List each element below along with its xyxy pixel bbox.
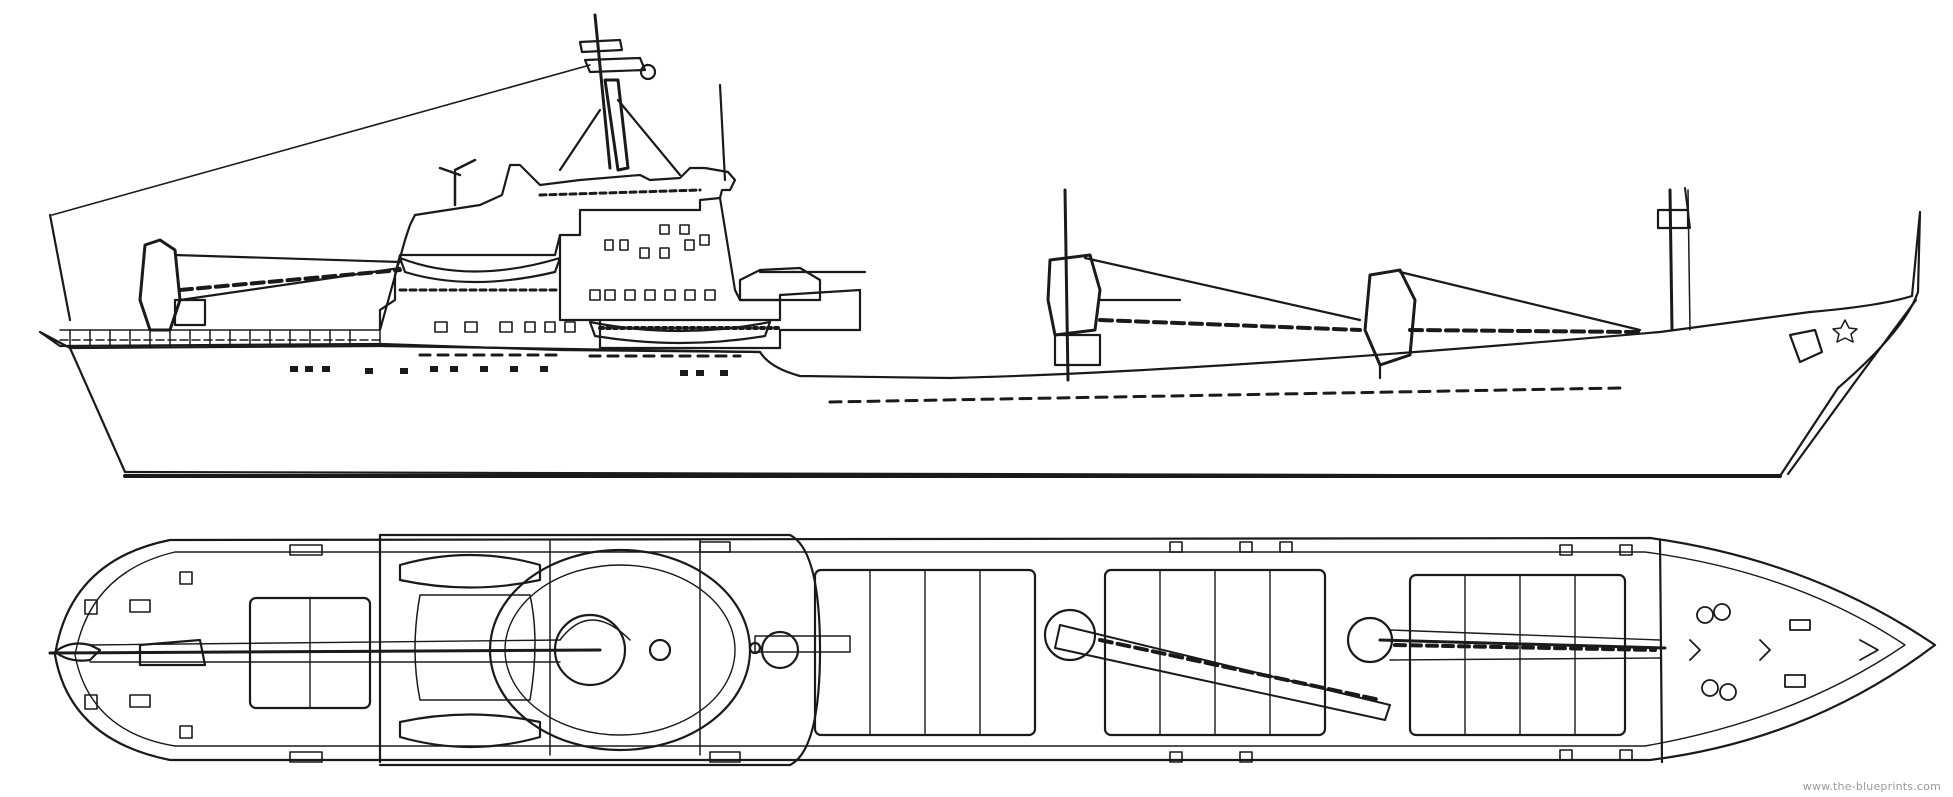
portholes-aft	[290, 366, 728, 376]
portholes-upper	[418, 353, 742, 358]
bow-stem	[1786, 298, 1918, 476]
bow-emblem	[1788, 319, 1858, 364]
stern-flagstaff	[48, 213, 72, 322]
plan-view	[48, 533, 1937, 767]
midship-crane	[1046, 188, 1362, 382]
forward-crane-plan	[1346, 616, 1667, 664]
hull-side	[38, 210, 1922, 478]
lifeboat-plan-stbd	[398, 713, 542, 749]
midship-crane-plan	[1043, 608, 1391, 721]
lifeboat-plan-port	[398, 553, 542, 589]
fore-mast	[1656, 187, 1691, 332]
aft-crane	[138, 238, 402, 332]
hold-2-hatch	[1103, 568, 1327, 737]
superstructure	[378, 158, 867, 350]
lifeboat-aft	[398, 256, 562, 284]
aft-boom-plan	[48, 648, 602, 655]
portholes-forward	[828, 386, 1622, 404]
forward-crane	[1363, 268, 1642, 380]
side-elevation-view	[38, 13, 1922, 478]
aft-stay-wire	[51, 64, 591, 216]
forecastle-line	[1658, 538, 1664, 764]
watermark-text: www.the-blueprints.com	[1802, 780, 1941, 793]
lifeboat-mid	[588, 320, 772, 345]
aft-superstructure-outline	[378, 533, 822, 767]
hold-3-hatch	[1408, 573, 1627, 737]
hold-1-hatch	[813, 568, 1037, 737]
main-mast	[558, 13, 727, 182]
bow-fittings	[1689, 603, 1879, 701]
deck-edge	[74, 551, 1906, 747]
aft-radar-antenna	[438, 158, 477, 207]
hull-plan	[53, 536, 1937, 762]
deck-fittings	[84, 541, 1633, 763]
